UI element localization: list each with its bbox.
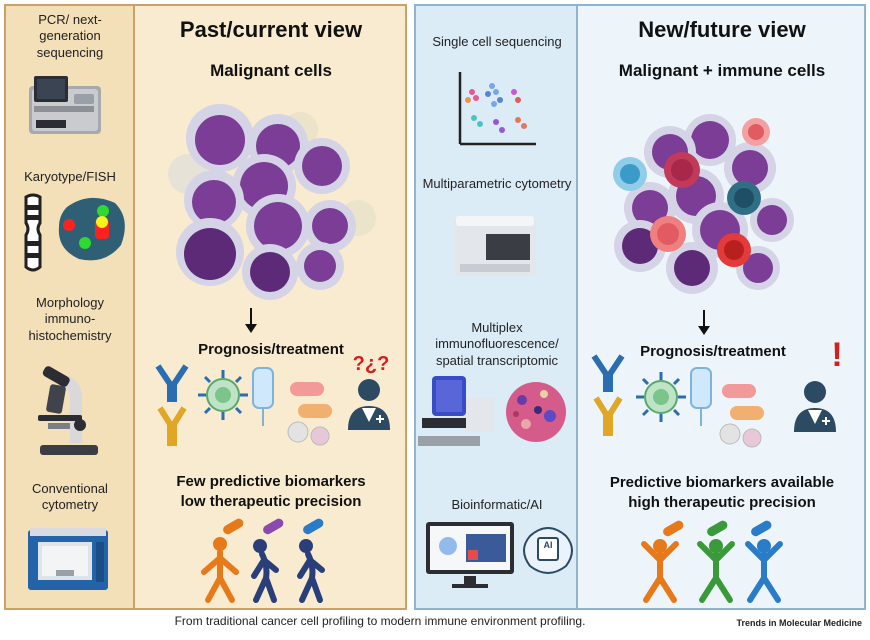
future-doctor-icon <box>794 381 836 432</box>
past-pills-icon <box>287 382 332 446</box>
past-doctor-icon <box>348 379 390 430</box>
journal-name: Trends in Molecular Medicine <box>736 618 862 628</box>
past-view-title: Past/current view <box>179 17 363 42</box>
future-pills-icon <box>719 384 764 448</box>
future-iv-bag-icon <box>690 367 712 426</box>
past-immune-cell-icon <box>198 370 248 420</box>
ai-brain-chip-icon <box>523 527 573 574</box>
future-down-arrow-icon <box>698 310 710 335</box>
past-antibody-icon <box>155 364 189 446</box>
past-view-panel <box>135 4 407 610</box>
sequencer-icon <box>29 76 101 134</box>
technique-multiparametric-cytometry-label: Multiparametric cytometry <box>422 176 572 191</box>
past-outcome-line1: Few predictive biomarkers <box>176 473 366 490</box>
flow-cytometer-icon <box>28 528 108 590</box>
past-outcome-line2: low therapeutic precision <box>180 493 362 510</box>
multiparametric-cytometer-icon <box>454 216 536 276</box>
future-antibody-icon <box>591 354 625 436</box>
past-prognosis-label: Prognosis/treatment <box>198 341 344 358</box>
past-down-arrow-icon <box>245 308 257 333</box>
future-capsule-green-icon <box>707 520 728 537</box>
future-patient-orange-icon <box>641 539 679 603</box>
future-patient-blue-icon <box>745 539 783 603</box>
technique-karyotype-fish-label: Karyotype/FISH <box>24 169 116 184</box>
fish-nucleus-icon <box>58 197 125 261</box>
past-question-marks: ?¿? <box>352 353 390 375</box>
future-view-title: New/future view <box>638 17 806 42</box>
past-patient-navy-icon-2 <box>297 539 325 603</box>
future-prognosis-label: Prognosis/treatment <box>640 343 786 360</box>
future-exclamation-mark: ! <box>831 336 843 374</box>
future-capsule-blue-icon <box>751 520 772 537</box>
chromosome-icon <box>24 193 42 272</box>
future-patient-green-icon <box>697 539 735 603</box>
future-outcome-line2: high therapeutic precision <box>628 494 816 511</box>
ai-chip-label: AI <box>543 540 553 550</box>
malignant-immune-cell-cluster <box>613 114 794 294</box>
future-view-subtitle: Malignant + immune cells <box>618 61 826 80</box>
tissue-section-icon <box>506 382 566 442</box>
technique-bioinformatic-ai-label: Bioinformatic/AI <box>451 497 543 512</box>
future-capsule-orange-icon <box>663 520 684 537</box>
figure-caption: From traditional cancer cell profiling t… <box>174 614 586 628</box>
past-iv-bag-icon <box>252 367 274 426</box>
future-immune-cell-icon <box>636 372 686 422</box>
tsne-plot-icon <box>458 72 536 146</box>
past-view-subtitle: Malignant cells <box>210 61 332 80</box>
technique-pcr-ngs-label: PCR/ next-generation sequencing <box>36 12 104 60</box>
computer-monitor-icon <box>426 522 514 588</box>
future-outcome-line1: Predictive biomarkers available <box>609 474 835 491</box>
past-capsule-purple-icon <box>263 518 284 535</box>
future-view-panel <box>578 4 866 610</box>
past-patient-navy-icon-1 <box>251 539 279 603</box>
technique-conventional-cytometry-label: Conventional cytometry <box>32 481 108 513</box>
spatial-imager-icon <box>418 376 494 446</box>
past-patient-orange-icon <box>201 537 239 603</box>
past-capsule-orange-icon <box>223 518 244 535</box>
technique-single-cell-seq-label: Single cell sequencing <box>432 34 562 49</box>
technique-multiplex-if-spatial-label: Multiplex immunofluorescence/ spatial tr… <box>435 320 559 368</box>
past-capsule-blue-icon <box>303 518 324 535</box>
technique-morphology-ihc-label: Morphology immuno- histochemistry <box>28 295 112 343</box>
malignant-cell-cluster <box>168 104 376 300</box>
microscope-icon <box>38 366 98 455</box>
